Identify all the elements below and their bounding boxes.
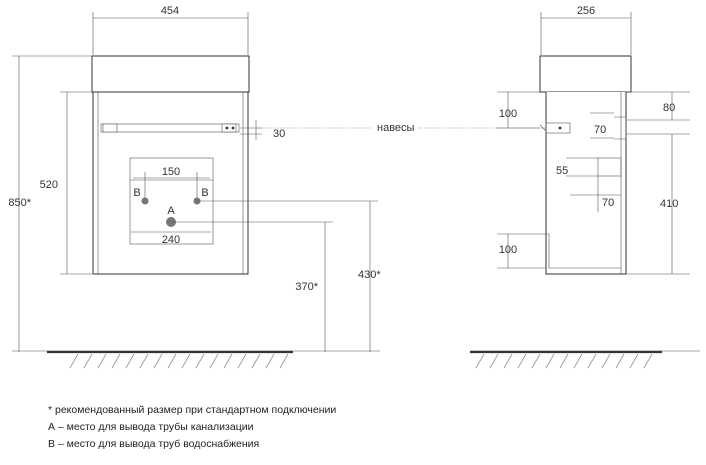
front-width-label: 454 xyxy=(161,5,179,17)
side-410-label: 410 xyxy=(660,198,678,210)
hatch-line xyxy=(223,353,233,369)
hatch-line xyxy=(153,353,163,369)
hinges-label: навесы xyxy=(377,122,415,134)
hatch-line xyxy=(111,353,121,369)
hatch-line xyxy=(139,353,149,369)
side-70-upper-label: 70 xyxy=(594,124,606,136)
side-countertop xyxy=(539,55,632,93)
hatch-line xyxy=(629,353,639,369)
hatch-line xyxy=(503,353,513,369)
hatch-line xyxy=(181,353,191,369)
front-cabinet-body xyxy=(92,91,249,275)
side-floor-hatch xyxy=(475,353,653,369)
hatch-line xyxy=(279,353,289,369)
side-depth-label: 256 xyxy=(577,5,595,17)
hatch-line xyxy=(601,353,611,369)
hatch-line xyxy=(83,353,93,369)
hatch-line xyxy=(251,353,261,369)
note-recommended: * рекомендованный размер при стандартном… xyxy=(48,404,336,416)
side-70-lower-label: 70 xyxy=(602,197,614,209)
body-height-label: 520 xyxy=(40,179,58,191)
hinge-offset-label: 30 xyxy=(273,128,285,140)
hinge-rail xyxy=(100,123,240,133)
side-cabinet-body xyxy=(545,92,627,275)
drain-height-label: 370* xyxy=(295,281,318,293)
drain-spacing-label: 240 xyxy=(162,234,180,246)
note-drain: А – место для вывода трубы канализации xyxy=(48,421,254,433)
side-80-label: 80 xyxy=(663,102,675,114)
hatch-line xyxy=(69,353,79,369)
hatch-line xyxy=(475,353,485,369)
hatch-line xyxy=(615,353,625,369)
notes: * рекомендованный размер при стандартном… xyxy=(48,404,336,450)
hatch-line xyxy=(545,353,555,369)
label-b-right: B xyxy=(201,187,208,199)
total-height-label: 850* xyxy=(8,197,31,209)
hatch-line xyxy=(531,353,541,369)
water-height-label: 430* xyxy=(358,269,381,281)
front-view: 454 30 150 B B A 2 xyxy=(8,5,381,369)
hatch-line xyxy=(265,353,275,369)
note-water: В – место для вывода труб водоснабжения xyxy=(48,438,259,450)
hatch-line xyxy=(517,353,527,369)
hatch-line xyxy=(195,353,205,369)
side-bottom-label: 100 xyxy=(499,244,517,256)
front-countertop xyxy=(91,55,250,93)
hatch-line xyxy=(97,353,107,369)
water-outlet-left xyxy=(141,197,149,205)
label-b-left: B xyxy=(133,187,140,199)
hatch-line xyxy=(209,353,219,369)
hatch-line xyxy=(237,353,247,369)
hatch-line xyxy=(125,353,135,369)
hatch-line xyxy=(643,353,653,369)
hatch-line xyxy=(167,353,177,369)
side-view: 256 100 80 70 410 xyxy=(470,5,700,369)
front-floor-hatch xyxy=(69,353,289,369)
pipe-spacing-label: 150 xyxy=(162,166,180,178)
hatch-line xyxy=(587,353,597,369)
side-hinge xyxy=(545,122,571,134)
side-55-label: 55 xyxy=(556,165,568,177)
hatch-line xyxy=(489,353,499,369)
hatch-line xyxy=(573,353,583,369)
side-top-offset-label: 100 xyxy=(499,108,517,120)
label-a: A xyxy=(167,205,175,217)
side-inner-box xyxy=(597,157,622,177)
hatch-line xyxy=(559,353,569,369)
